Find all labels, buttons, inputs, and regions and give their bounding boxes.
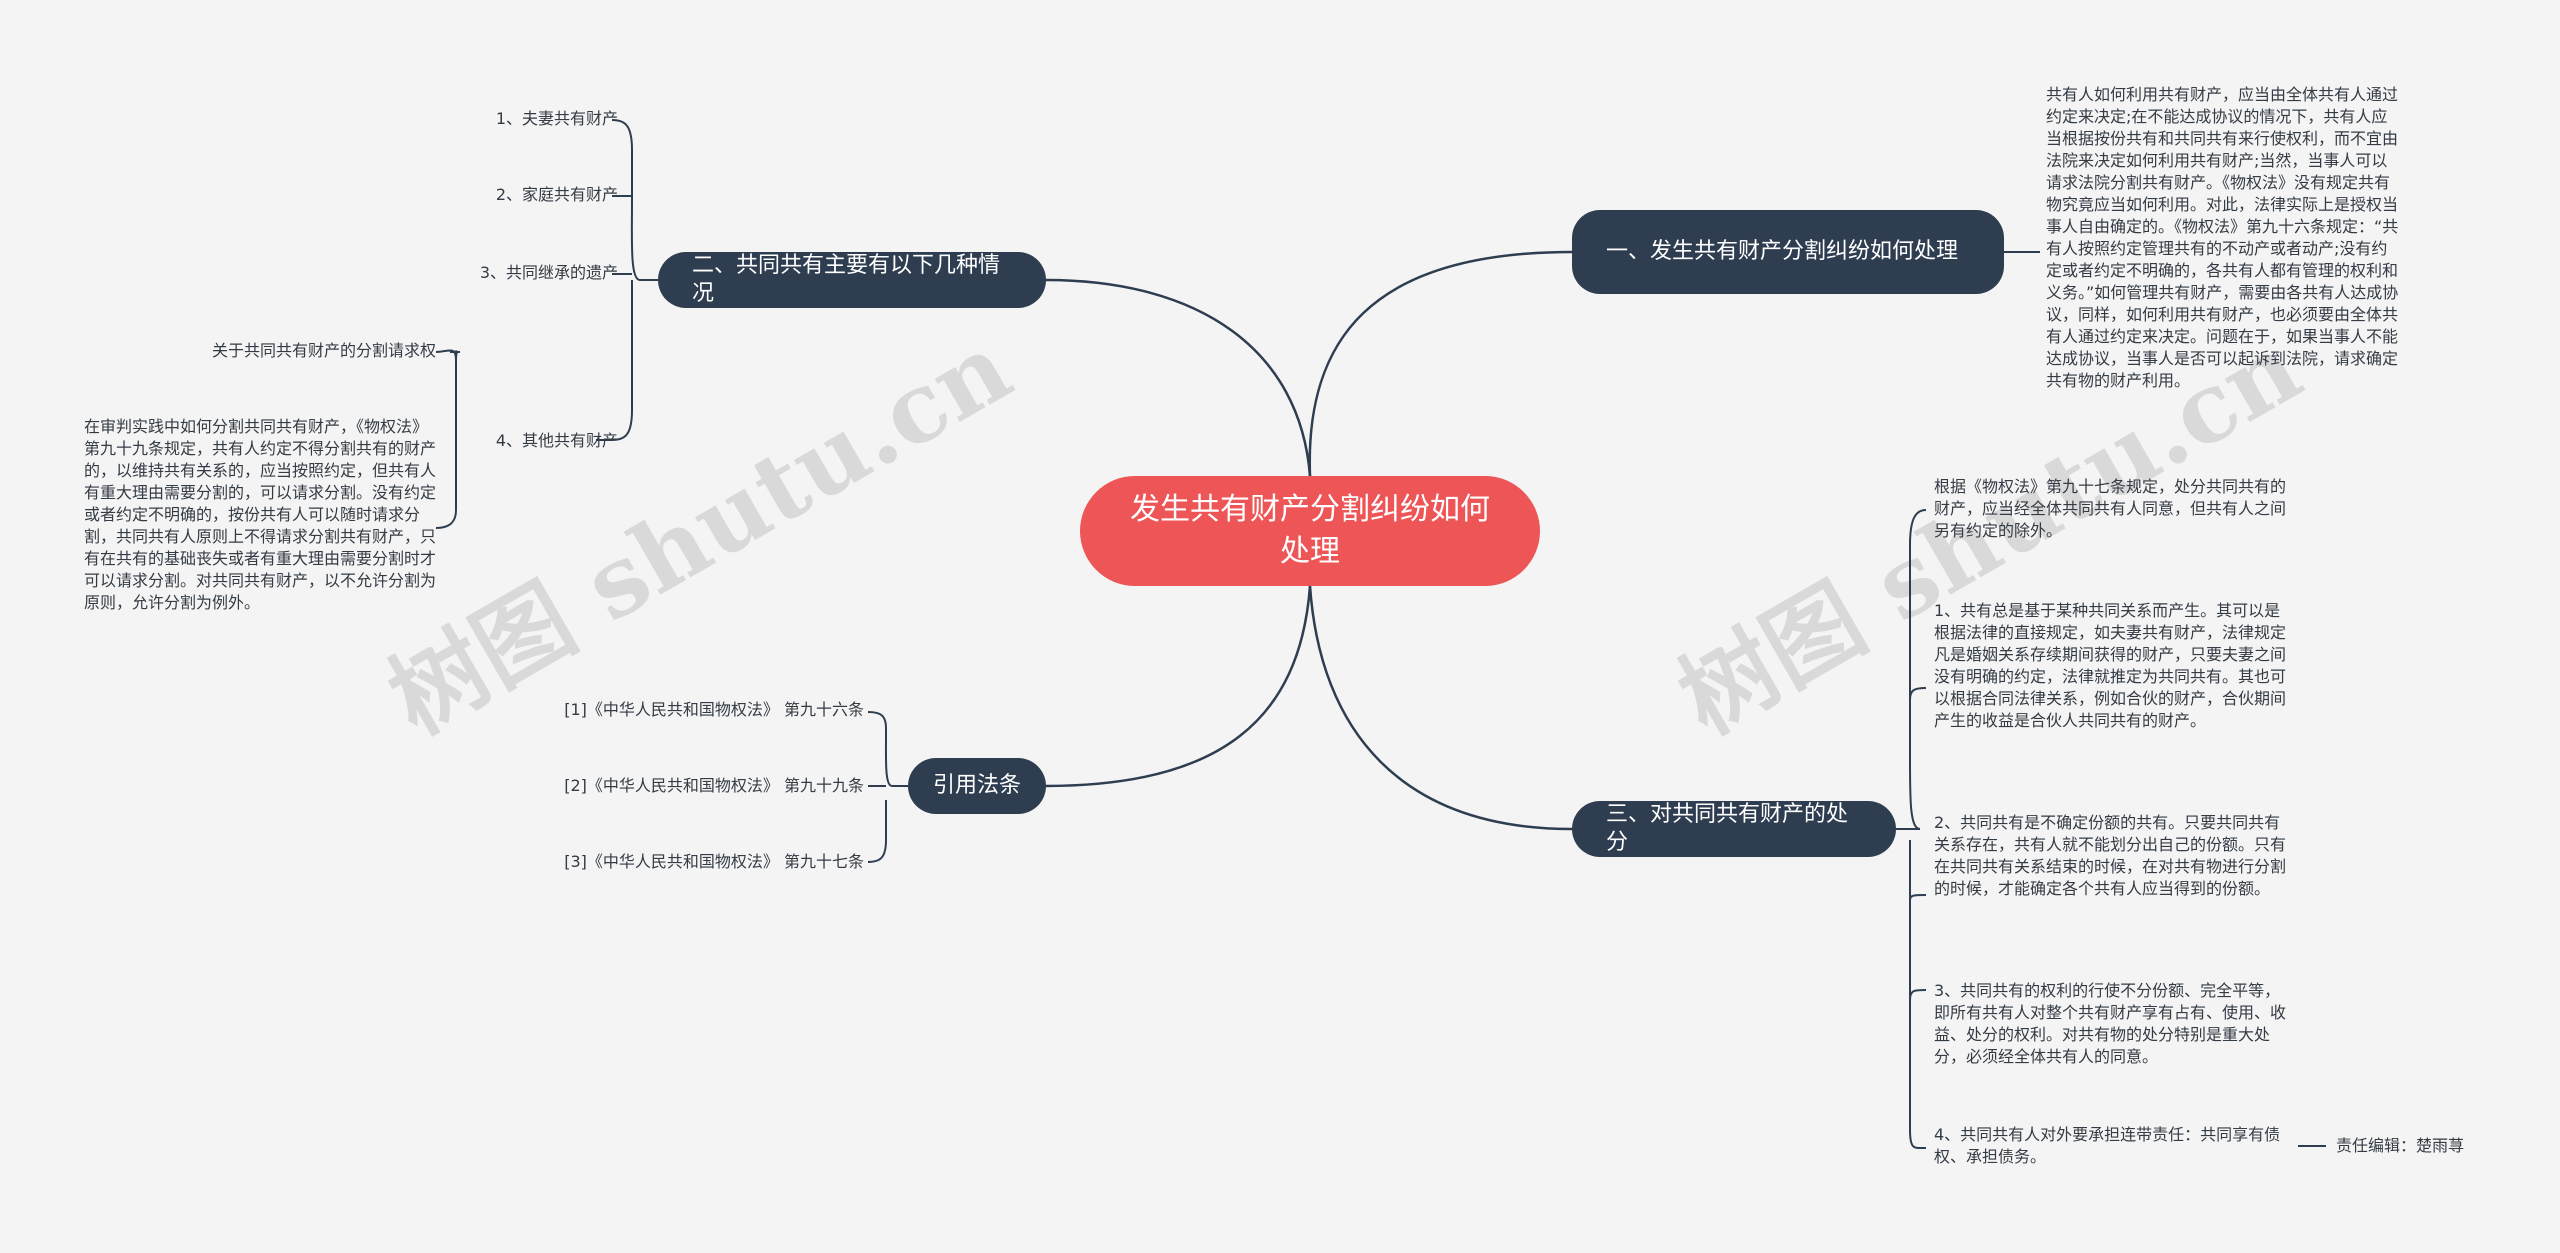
bracket-branch2-sub: [435, 349, 612, 529]
branch2-sub-text: 在审判实践中如何分割共同共有财产，《物权法》第九十九条规定，共有人约定不得分割共…: [84, 417, 437, 612]
branch3-item-1: 根据《物权法》第九十七条规定，处分共同共有的财产，应当经全体共同共有人同意，但共…: [1934, 477, 2287, 540]
branch2-item-4[interactable]: 4、其他共有财产: [495, 431, 618, 450]
root-node[interactable]: 发生共有财产分割纠纷如何处理: [1080, 476, 1540, 586]
edge-root-branch1: [1308, 250, 1574, 478]
bracket-branch4: [867, 711, 908, 863]
branch2-item-2[interactable]: 2、家庭共有财产: [495, 185, 618, 204]
branch4-item-3[interactable]: [3]《中华人民共和国物权法》 第九十七条: [564, 852, 864, 871]
branch3-item-3: 2、共同共有是不确定份额的共有。只要共同共有关系存在，共有人就不能划分出自己的份…: [1934, 813, 2287, 898]
branch2-item-3[interactable]: 3、共同继承的遗产: [479, 263, 618, 282]
branch3-item-4: 3、共同共有的权利的行使不分份额、完全平等，即所有共有人对整个共有财产享有占有、…: [1934, 981, 2287, 1066]
editor-credit: 责任编辑：楚雨荨: [2336, 1136, 2465, 1155]
branch-node-4[interactable]: 引用法条: [908, 758, 1046, 814]
edge-root-branch4: [1044, 584, 1312, 788]
edge-root-branch2: [1044, 278, 1312, 478]
bracket-branch3: [1896, 509, 1927, 1150]
branch2-sub-label[interactable]: 关于共同共有财产的分割请求权: [211, 341, 436, 360]
edge-root-branch3: [1308, 584, 1574, 831]
branch-node-3[interactable]: 三、对共同共有财产的处分: [1572, 801, 1896, 857]
branch4-item-1[interactable]: [1]《中华人民共和国物权法》 第九十六条: [564, 700, 864, 719]
branch3-item-2: 1、共有总是基于某种共同关系而产生。其可以是根据法律的直接规定，如夫妻共有财产，…: [1934, 601, 2287, 730]
branch4-item-2[interactable]: [2]《中华人民共和国物权法》 第九十九条: [564, 776, 864, 795]
branch3-item-5: 4、共同共有人对外要承担连带责任：共同享有债权、承担债务。: [1934, 1125, 2281, 1166]
branch-node-2[interactable]: 二、共同共有主要有以下几种情况: [658, 252, 1046, 308]
bracket-branch2: [611, 119, 658, 441]
branch-node-1[interactable]: 一、发生共有财产分割纠纷如何处理: [1572, 210, 2004, 294]
branch1-text: 共有人如何利用共有财产，应当由全体共有人通过约定来决定;在不能达成协议的情况下，…: [2046, 85, 2399, 390]
branch2-item-1[interactable]: 1、夫妻共有财产: [495, 109, 618, 128]
